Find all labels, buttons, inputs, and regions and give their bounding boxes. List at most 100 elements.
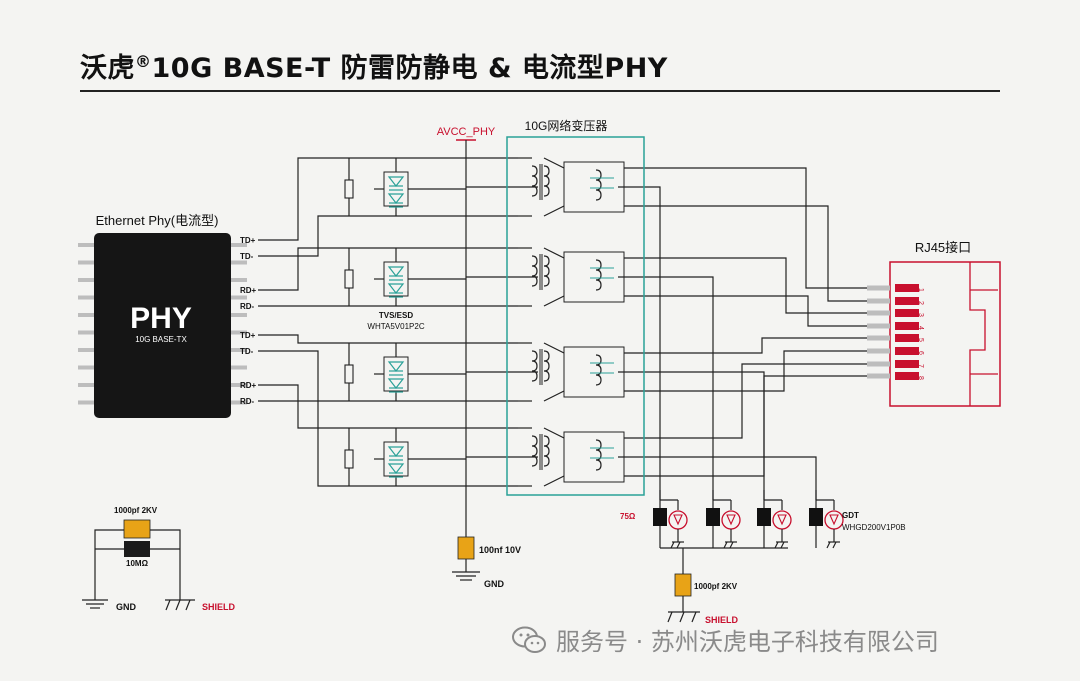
- wire: [543, 295, 565, 307]
- gdt-ground: [729, 541, 734, 549]
- gdt-arrow: [673, 514, 683, 526]
- center-tap-wire: [618, 276, 714, 500]
- rj45-pin-lead: [867, 310, 890, 316]
- pin-label: TD-: [240, 252, 254, 261]
- gdt-ground: [670, 541, 675, 549]
- gdt-ground: [832, 541, 837, 549]
- phy-pin-left: [78, 243, 94, 247]
- phy-to-block-wire: [258, 334, 518, 344]
- tvs-frame: [383, 171, 409, 207]
- wire: [543, 205, 565, 217]
- legend-gnd-label: GND: [116, 602, 137, 612]
- gdt-part: WHGD200V1P0B: [842, 523, 906, 532]
- transformer-coil-secondary: [543, 435, 550, 467]
- transformer-label: 10G网络变压器: [525, 118, 608, 133]
- gdt-arrow: [777, 514, 787, 526]
- phy-pin-left: [78, 365, 94, 370]
- common-mode-choke: [563, 346, 625, 398]
- choke-coil: [595, 259, 602, 291]
- gdt-resistor-75ohm: [757, 508, 771, 526]
- wechat-icon: [512, 626, 546, 653]
- rj45-pin-contact: [895, 334, 919, 342]
- page-title: 沃虎®10G BASE-T 防雷防静电 & 电流型PHY: [80, 46, 668, 85]
- phy-pin-left: [78, 278, 94, 282]
- center-tap-wire: [618, 186, 661, 500]
- rj45-pin-lead: [867, 348, 890, 354]
- transformer-coil-secondary: [543, 350, 550, 382]
- wire: [543, 247, 565, 259]
- transformer-coil-primary: [531, 255, 538, 287]
- cap-100nf: [457, 536, 475, 560]
- rj45-pin-lead: [867, 298, 890, 304]
- rj45-pin-contact: [895, 322, 919, 330]
- phy-pin-left: [78, 400, 94, 405]
- phy-pin-right: [231, 313, 247, 317]
- phy-to-block-wire: [258, 247, 518, 291]
- pin-label: RD+: [240, 286, 257, 295]
- termination-resistor: [344, 179, 354, 199]
- gas-discharge-tube: [824, 510, 844, 530]
- gdt-resistor-75ohm: [706, 508, 720, 526]
- phy-body: [94, 233, 231, 418]
- phy-to-block-wire: [258, 350, 518, 402]
- rj45-pin-number: 4: [917, 326, 924, 330]
- gdt-ground: [826, 541, 831, 549]
- rj45-pin-contact: [895, 309, 919, 317]
- phy-heading: Ethernet Phy(电流型): [96, 213, 219, 228]
- phy-pin-left: [78, 260, 94, 265]
- transformer-coil-secondary: [543, 255, 550, 287]
- rj45-pin-number: 5: [917, 338, 924, 342]
- phy-pin-right: [231, 330, 247, 335]
- block-to-rj45-wire: [624, 350, 890, 392]
- title-divider: [80, 90, 1000, 92]
- block-to-rj45-wire: [624, 167, 890, 289]
- wire: [543, 342, 565, 354]
- phy-pin-left: [78, 383, 94, 387]
- termination-resistor: [344, 449, 354, 469]
- rj45-body: [889, 261, 1001, 407]
- phy-pin-right: [231, 348, 247, 352]
- tvs-diode: [387, 283, 405, 294]
- rj45-pin-contact: [895, 284, 919, 292]
- transformer-coil-secondary: [543, 165, 550, 197]
- tvs-diode: [387, 266, 405, 277]
- legend-capacitor: [123, 519, 151, 539]
- phy-pin-right: [231, 383, 247, 387]
- common-mode-choke: [563, 251, 625, 303]
- tvs-diode: [387, 378, 405, 389]
- tvs-label: TVS/ESD: [379, 311, 413, 320]
- block-to-rj45-wire: [624, 375, 890, 477]
- wire: [543, 390, 565, 402]
- gnd-label-center: GND: [484, 579, 505, 589]
- gdt-arrow: [726, 514, 736, 526]
- tvs-diode: [387, 463, 405, 474]
- gdt-ground: [774, 541, 779, 549]
- gdt-arrow: [829, 514, 839, 526]
- gdt-ground: [723, 541, 728, 549]
- common-mode-choke: [563, 161, 625, 213]
- wire: [543, 157, 565, 169]
- shield-symbol-center: [667, 611, 700, 623]
- tvs-diode: [387, 176, 405, 187]
- block-to-rj45-wire: [624, 295, 890, 327]
- phy-pin-right: [231, 260, 247, 265]
- legend: 1000pf 2KV 10MΩ GND SHIELD: [82, 506, 236, 612]
- tvs-frame: [383, 441, 409, 477]
- rj45-pin-number: 7: [917, 364, 924, 368]
- legend-res-label: 10MΩ: [126, 559, 149, 568]
- tvs-frame: [383, 356, 409, 392]
- pin-label: RD-: [240, 302, 255, 311]
- wire: [543, 475, 565, 487]
- common-mode-choke: [563, 431, 625, 483]
- tvs-frame: [383, 261, 409, 297]
- phy-to-block-wire: [258, 215, 518, 257]
- transformer-coil-primary: [531, 350, 538, 382]
- gnd-symbol-center: [452, 571, 480, 581]
- rj45-pin-number: 8: [917, 376, 924, 380]
- rj45-label: RJ45接口: [915, 240, 971, 255]
- phy-sub: 10G BASE-TX: [135, 335, 187, 344]
- block-to-rj45-wire: [624, 337, 890, 354]
- rj45-pin-lead: [867, 323, 890, 329]
- phy-name: PHY: [130, 302, 192, 335]
